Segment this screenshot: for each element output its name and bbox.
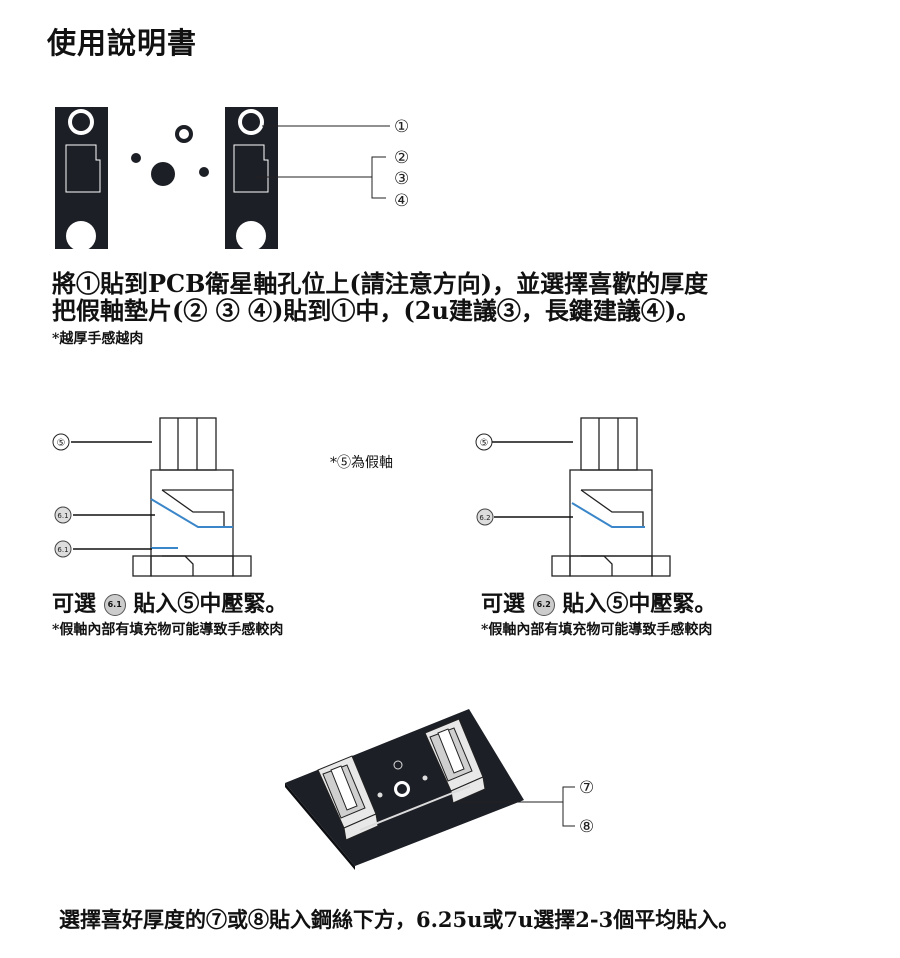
callout-5-right: ⑤	[480, 438, 489, 449]
dummy-stab-note: *⑤為假軸	[330, 455, 393, 471]
callout-7: ⑦	[579, 778, 594, 798]
callout-6-1-a: 6.1	[57, 512, 68, 520]
pcb-stabilizer-3d-diagram: ⑦ ⑧	[285, 709, 594, 870]
callout-2: ②	[394, 148, 409, 168]
callout-4: ④	[394, 191, 409, 211]
badge-6-2: 6.2	[532, 594, 555, 616]
right-stabilizer-bar	[225, 107, 278, 251]
callout-8: ⑧	[579, 817, 594, 837]
callout-6-1-b: 6.1	[57, 546, 68, 554]
thickness-note: *越厚手感越肉	[52, 331, 144, 347]
dummy-stab-diagram-left: ⑤ 6.1 6.1	[52, 417, 252, 577]
stabilizer-pad-diagram: ① ② ③ ④	[55, 107, 409, 251]
callout-5-left: ⑤	[57, 438, 66, 449]
instruction-line-2: 把假軸墊片(② ③ ④)貼到①中，(2u建議③，長鍵建議④)。	[52, 296, 701, 325]
filler-note-left: *假軸內部有填充物可能導致手感較肉	[52, 622, 284, 638]
wire-pad-instruction: 選擇喜好厚度的⑦或⑧貼入鋼絲下方，6.25u或7u選擇2-3個平均貼入。	[59, 907, 740, 932]
callout-3: ③	[394, 169, 409, 189]
instruction-line-1: 將①貼到PCB衛星軸孔位上(請注意方向)，並選擇喜歡的厚度	[52, 269, 709, 298]
badge-6-1: 6.1	[103, 594, 126, 616]
left-stabilizer-bar	[55, 107, 108, 251]
callout-1: ①	[394, 117, 409, 137]
page-title: 使用說明書	[47, 26, 198, 60]
option-6-1-text: 可選 6.1 貼入⑤中壓緊。	[52, 591, 288, 617]
callout-6-2: 6.2	[479, 514, 490, 522]
pcb-holes	[131, 125, 209, 186]
option-6-2-text: 可選 6.2 貼入⑤中壓緊。	[481, 591, 717, 617]
dummy-stab-diagram-right: ⑤ 6.2	[475, 417, 671, 577]
filler-note-right: *假軸內部有填充物可能導致手感較肉	[481, 622, 713, 638]
